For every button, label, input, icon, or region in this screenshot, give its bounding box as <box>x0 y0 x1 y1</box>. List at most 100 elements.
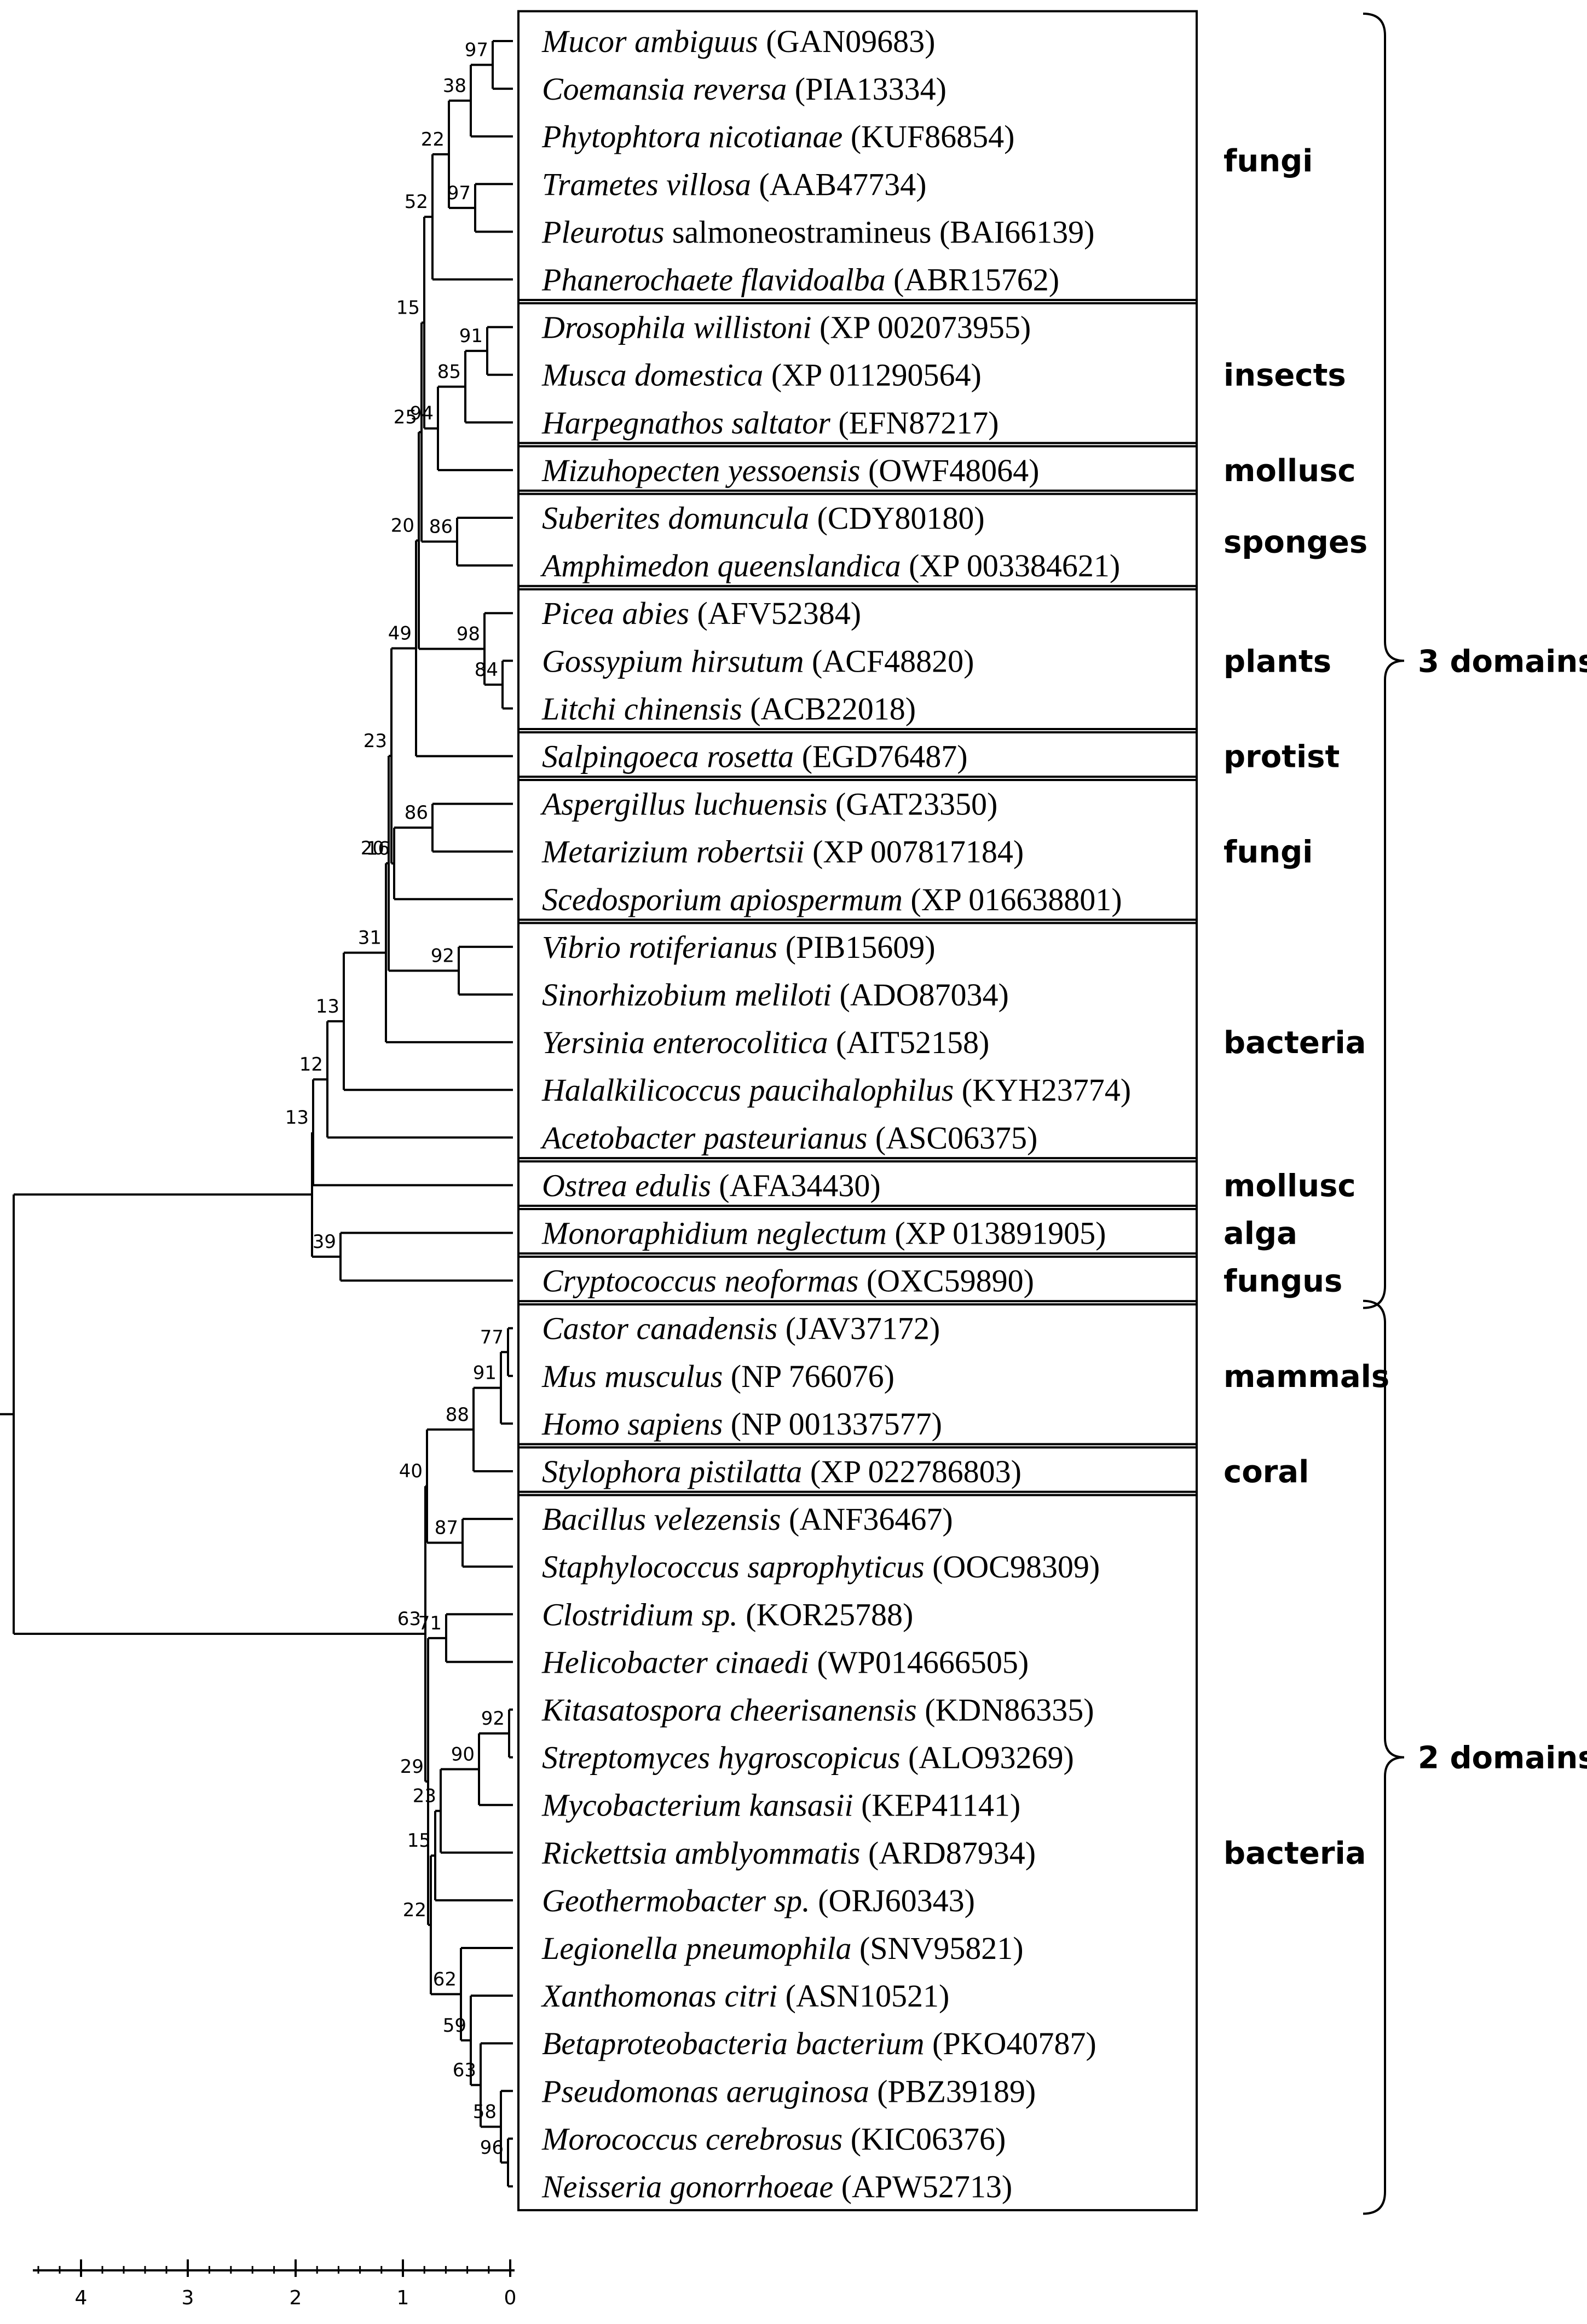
bootstrap-label: 97 <box>465 39 488 61</box>
group-box <box>517 489 1198 591</box>
accession-number: (APW52713) <box>833 2169 1012 2205</box>
species-name: Phanerochaete flavidoalba <box>541 262 886 298</box>
bootstrap-label: 90 <box>451 1743 475 1765</box>
group-label: mollusc <box>1224 1168 1356 1204</box>
taxon-label: Salpingoeca rosetta (EGD76487) <box>542 739 968 774</box>
taxon-label: Scedosporium apiospermum (XP 016638801) <box>542 882 1122 917</box>
scale-tick-label: 1 <box>397 2287 409 2309</box>
accession-number: salmoneostramineus (BAI66139) <box>664 214 1094 250</box>
taxon-label: Streptomyces hygroscopicus (ALO93269) <box>542 1740 1074 1776</box>
group-box <box>517 1490 1198 2212</box>
accession-number: (XP 013891905) <box>887 1216 1106 1251</box>
taxon-label: Rickettsia amblyommatis (ARD87934) <box>541 1835 1036 1871</box>
taxon-label: Coemansia reversa (PIA13334) <box>542 71 947 107</box>
species-name: Drosophila willistoni <box>541 310 812 345</box>
group-box <box>517 728 1198 782</box>
bootstrap-label: 22 <box>421 129 445 151</box>
species-name: Mus musculus <box>541 1358 723 1394</box>
taxon-label: Drosophila willistoni (XP 002073955) <box>541 310 1031 345</box>
species-name: Mizuhopecten yessoensis <box>541 453 860 488</box>
group-box <box>517 10 1198 305</box>
bootstrap-label: 13 <box>316 996 339 1018</box>
accession-number: (SNV95821) <box>851 1930 1023 1966</box>
bootstrap-label: 63 <box>397 1608 421 1630</box>
bootstrap-label: 92 <box>431 945 454 967</box>
taxon-label: Vibrio rotiferianus (PIB15609) <box>542 929 936 965</box>
species-name: Pseudomonas aeruginosa <box>541 2073 869 2109</box>
domain-brace <box>1363 1299 1405 2215</box>
taxon-label: Bacillus velezensis (ANF36467) <box>542 1501 953 1537</box>
group-label: bacteria <box>1224 1836 1366 1871</box>
group-label: fungi <box>1224 835 1313 870</box>
bootstrap-label: 16 <box>366 837 390 859</box>
accession-number: (PIA13334) <box>787 71 947 107</box>
taxon-label: Yersinia enterocolitica (AIT52158) <box>542 1025 989 1060</box>
group-label: sponges <box>1224 525 1367 560</box>
group-label: insects <box>1224 358 1346 394</box>
bootstrap-label: 39 <box>313 1231 336 1253</box>
taxon-label: Geothermobacter sp. (ORJ60343) <box>542 1883 975 1918</box>
accession-number: (ADO87034) <box>832 977 1009 1013</box>
accession-number: (ASN10521) <box>777 1978 949 2014</box>
accession-number: (ALO93269) <box>900 1740 1074 1776</box>
group-box <box>517 299 1198 448</box>
bootstrap-label: 59 <box>443 2015 466 2037</box>
bootstrap-label: 91 <box>459 325 483 347</box>
species-name: Ostrea edulis <box>542 1167 711 1203</box>
accession-number: (ACF48820) <box>804 643 974 679</box>
group-label: coral <box>1224 1454 1309 1490</box>
group-label: mollusc <box>1224 453 1356 489</box>
accession-number: (EGD76487) <box>794 739 967 774</box>
taxon-label: Kitasatospora cheerisanensis (KDN86335) <box>541 1692 1094 1728</box>
accession-number: (GAT23350) <box>827 787 997 822</box>
species-name: Sinorhizobium meliloti <box>542 977 832 1013</box>
bootstrap-label: 52 <box>405 191 428 213</box>
accession-number: (NP 001337577) <box>723 1406 942 1442</box>
species-name: Mycobacterium kansasii <box>541 1788 853 1823</box>
accession-number: (PKO40787) <box>925 2026 1097 2061</box>
accession-number: (KIC06376) <box>842 2121 1006 2157</box>
group-label: bacteria <box>1224 1025 1366 1061</box>
taxon-label: Sinorhizobium meliloti (ADO87034) <box>542 977 1009 1013</box>
bootstrap-label: 15 <box>396 297 420 319</box>
species-name: Picea abies <box>541 596 689 631</box>
species-name: Mucor ambiguus <box>541 24 758 59</box>
accession-number: (KOR25788) <box>738 1597 914 1632</box>
species-name: Homo sapiens <box>541 1406 723 1442</box>
taxon-label: Picea abies (AFV52384) <box>541 596 861 631</box>
species-name: Staphylococcus saprophyticus <box>542 1549 925 1585</box>
bootstrap-label: 87 <box>435 1517 458 1539</box>
species-name: Musca domestica <box>541 357 763 393</box>
bootstrap-label: 86 <box>429 516 453 538</box>
species-name: Monoraphidium neglectum <box>541 1216 887 1251</box>
accession-number: (XP 022786803) <box>802 1454 1022 1489</box>
group-label: fungus <box>1224 1264 1342 1299</box>
taxon-label: Monoraphidium neglectum (XP 013891905) <box>541 1216 1106 1251</box>
taxon-label: Legionella pneumophila (SNV95821) <box>541 1930 1024 1966</box>
group-box <box>517 585 1198 733</box>
bootstrap-label: 38 <box>443 75 466 97</box>
bootstrap-label: 40 <box>399 1460 423 1482</box>
accession-number: (KUF86854) <box>842 119 1014 154</box>
accession-number: (XP 016638801) <box>903 882 1122 917</box>
bootstrap-label: 92 <box>481 1708 505 1730</box>
taxon-labels: Mucor ambiguus (GAN09683) Coemansia rever… <box>540 24 1131 2205</box>
taxon-label: Mucor ambiguus (GAN09683) <box>541 24 936 59</box>
species-name: Halalkilicoccus paucihalophilus <box>541 1072 954 1108</box>
taxon-label: Litchi chinensis (ACB22018) <box>541 691 916 726</box>
accession-number: (XP 011290564) <box>763 357 981 393</box>
accession-number: (PIB15609) <box>777 929 935 965</box>
accession-number: (OWF48064) <box>860 453 1039 488</box>
taxon-label: Gossypium hirsutum (ACF48820) <box>542 643 974 679</box>
species-name: Castor canadensis <box>542 1311 777 1346</box>
bootstrap-label: 85 <box>437 361 461 383</box>
accession-number: (AAB47734) <box>751 166 927 202</box>
taxon-label: Clostridium sp. (KOR25788) <box>542 1597 913 1632</box>
group-label: fungi <box>1224 143 1313 179</box>
species-name: Vibrio rotiferianus <box>542 929 777 965</box>
bootstrap-values: 9738972252918594158625849820498616239220… <box>285 39 505 2159</box>
species-name: Aspergillus luchuensis <box>540 787 827 822</box>
bootstrap-label: 84 <box>475 659 498 681</box>
taxon-label: Aspergillus luchuensis (GAT23350) <box>540 787 997 822</box>
